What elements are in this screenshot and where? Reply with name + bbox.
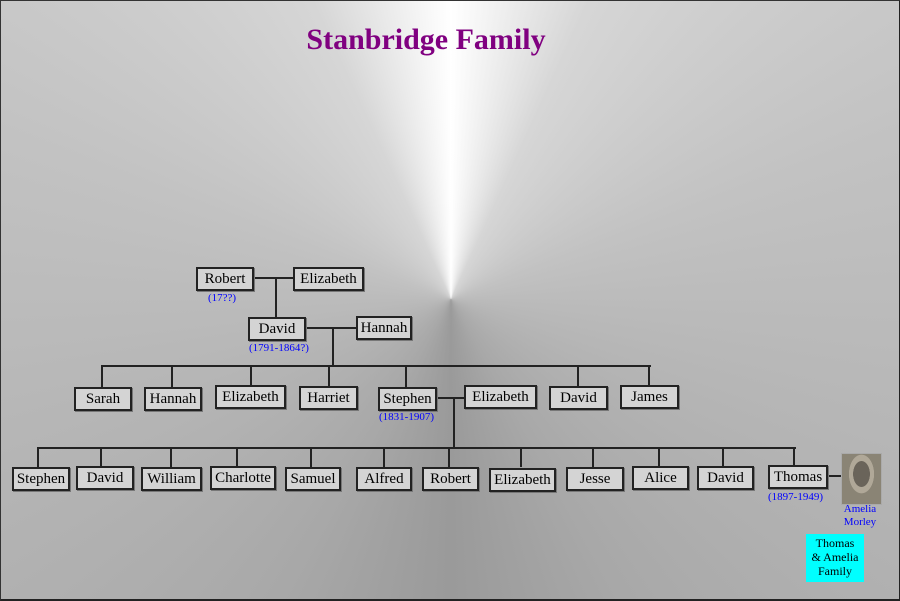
person-stephen[interactable]: Stephen xyxy=(12,467,70,491)
child-line xyxy=(520,448,522,467)
child-line xyxy=(171,366,173,387)
person-dates: (17??) xyxy=(208,292,237,304)
person-hannah[interactable]: Hannah xyxy=(144,387,202,411)
sibling-line xyxy=(37,447,796,449)
marriage-line xyxy=(306,327,356,329)
photo-caption: Amelia Morley xyxy=(831,503,889,529)
person-david[interactable]: David xyxy=(76,466,134,490)
child-line xyxy=(793,448,795,466)
person-elizabeth[interactable]: Elizabeth xyxy=(489,468,556,492)
person-thomas[interactable]: Thomas xyxy=(768,465,828,489)
person-david[interactable]: David xyxy=(697,466,754,490)
person-harriet[interactable]: Harriet xyxy=(299,386,358,410)
child-line xyxy=(658,448,660,466)
marriage-line xyxy=(437,397,464,399)
child-line xyxy=(405,366,407,387)
descent-line xyxy=(275,278,277,317)
person-dates: (1791-1864?) xyxy=(249,342,309,354)
person-samuel[interactable]: Samuel xyxy=(285,467,341,491)
descent-line xyxy=(332,328,334,366)
person-stephen[interactable]: Stephen xyxy=(378,387,437,411)
person-elizabeth[interactable]: Elizabeth xyxy=(215,385,286,409)
person-dates: (1831-1907) xyxy=(379,411,434,423)
child-line xyxy=(448,448,450,467)
amelia-morley-photo[interactable] xyxy=(841,453,882,505)
child-line xyxy=(100,448,102,467)
person-elizabeth[interactable]: Elizabeth xyxy=(293,267,364,291)
child-line xyxy=(37,448,39,467)
child-line xyxy=(101,366,103,387)
person-robert[interactable]: Robert xyxy=(196,267,254,291)
child-line xyxy=(328,366,330,387)
child-line xyxy=(236,448,238,466)
link-line: & Amelia xyxy=(811,550,859,564)
page-title: Stanbridge Family xyxy=(306,23,546,56)
link-line: Thomas xyxy=(815,536,855,550)
marriage-line xyxy=(828,475,841,477)
person-elizabeth-spouse[interactable]: Elizabeth xyxy=(464,385,537,409)
person-alice[interactable]: Alice xyxy=(632,466,689,490)
child-line xyxy=(592,448,594,467)
link-line: Family xyxy=(817,564,852,578)
person-sarah[interactable]: Sarah xyxy=(74,387,132,411)
person-david[interactable]: David xyxy=(248,317,306,341)
child-line xyxy=(310,448,312,467)
person-robert[interactable]: Robert xyxy=(422,467,479,491)
child-line xyxy=(250,366,252,386)
person-charlotte[interactable]: Charlotte xyxy=(210,466,276,490)
child-line xyxy=(170,448,172,467)
person-hannah[interactable]: Hannah xyxy=(356,316,412,340)
sibling-line xyxy=(101,365,651,367)
caption-last-name: Morley xyxy=(843,516,877,528)
person-dates: (1897-1949) xyxy=(768,491,823,503)
person-james[interactable]: James xyxy=(620,385,679,409)
caption-first-name: Amelia xyxy=(843,503,877,515)
thomas-amelia-family-link[interactable]: Thomas & Amelia Family xyxy=(806,534,864,582)
person-alfred[interactable]: Alfred xyxy=(356,467,412,491)
person-david[interactable]: David xyxy=(549,386,608,410)
child-line xyxy=(383,448,385,467)
descent-line xyxy=(453,398,455,448)
child-line xyxy=(648,366,650,385)
marriage-line xyxy=(254,277,293,279)
child-line xyxy=(577,366,579,387)
child-line xyxy=(722,448,724,466)
person-william[interactable]: William xyxy=(141,467,202,491)
person-jesse[interactable]: Jesse xyxy=(566,467,624,491)
